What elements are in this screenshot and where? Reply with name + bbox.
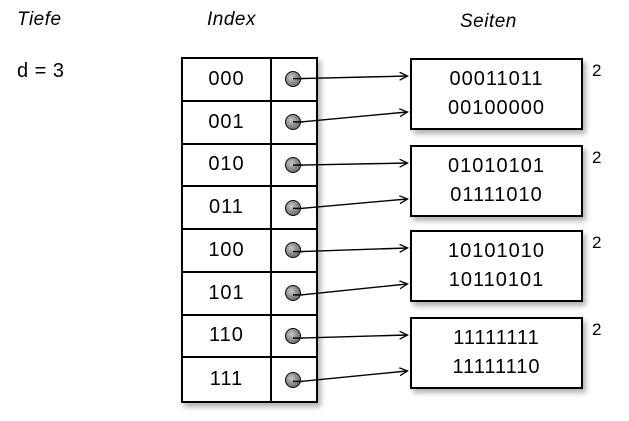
page-entry: 01010101 [448,155,545,177]
page-entry: 01111010 [450,184,543,206]
index-title: Index [207,9,256,30]
index-cell-bits: 001 [183,101,272,143]
local-depth-label: 2 [592,148,602,167]
index-row: 101 [183,272,316,316]
index-pointer-cell [272,230,316,271]
page-entry: 00100000 [448,97,545,119]
index-row: 000 [183,59,316,102]
page-box: 00011011 00100000 [410,58,583,130]
depth-title: Tiefe [17,9,62,30]
pointer-dot [285,371,301,388]
pointer-dot [285,199,301,216]
index-row: 001 [183,101,316,145]
pointer-dot [285,156,301,173]
pointer-dot [285,242,301,259]
pages-title: Seiten [460,11,517,32]
pointer-dot [285,114,301,131]
index-row: 011 [183,187,316,230]
page-box: 11111111 11111110 [410,317,583,389]
index-row: 110 [183,315,316,359]
index-pointer-cell [272,273,316,314]
pointer-dot [285,71,301,88]
page-box: 10101010 10110101 [410,230,583,302]
pointer-dot [285,327,301,344]
index-cell-bits: 000 [183,59,272,100]
depth-value: d = 3 [17,60,65,82]
local-depth-label: 2 [592,61,602,80]
index-pointer-cell [272,59,316,100]
index-pointer-cell [272,316,316,357]
index-cell-bits: 110 [183,315,272,357]
page-entry: 10101010 [448,240,545,262]
index-cell-bits: 011 [183,187,272,228]
page-entry: 00011011 [449,68,544,90]
page-entry: 10110101 [448,269,545,291]
index-row: 100 [183,230,316,273]
pointer-dot [285,285,301,302]
index-cell-bits: 100 [183,230,272,271]
index-pointer-cell [272,358,316,401]
index-cell-bits: 111 [183,358,272,401]
local-depth-label: 2 [592,320,602,339]
local-depth-label: 2 [592,233,602,252]
index-row: 010 [183,144,316,188]
index-pointer-cell [272,187,316,228]
index-pointer-cell [272,145,316,186]
page-box: 01010101 01111010 [410,145,583,217]
index-cell-bits: 101 [183,272,272,314]
index-pointer-cell [272,102,316,143]
index-cell-bits: 010 [183,144,272,186]
page-entry: 11111111 [453,327,540,349]
index-row: 111 [183,358,316,401]
page-entry: 11111110 [452,356,541,378]
